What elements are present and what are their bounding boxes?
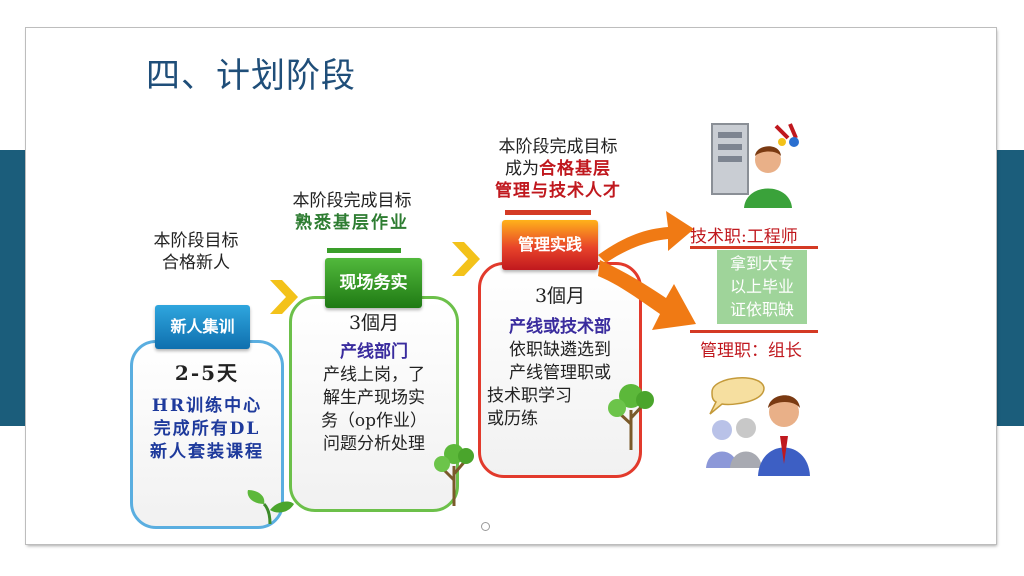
stage3-header-bar: [505, 210, 591, 215]
stage2-panel: [289, 296, 459, 512]
stage3-header: 管理实践: [502, 220, 598, 270]
stage3-panel: [478, 262, 642, 478]
tech-role-line: [690, 246, 818, 249]
stage3-body-line2: 产线管理职或: [509, 363, 611, 383]
tree-icon: [434, 444, 474, 506]
stage2-header-bar: [327, 248, 401, 253]
chevron-right-icon: [452, 242, 480, 276]
stage2-duration: 3個月: [348, 312, 400, 334]
stage1-body-line1: HR训练中心: [151, 396, 263, 416]
tech-role-label: 技术职:工程师: [690, 227, 798, 247]
stage2-goal-line1: 本阶段完成目标: [292, 191, 412, 211]
sprout-icon: [247, 490, 294, 525]
stage1-body-line2: 完成所有DL: [153, 419, 261, 439]
stage3-goal-line3: 管理与技术人才: [495, 181, 621, 201]
right-accent-band: [996, 150, 1024, 426]
stage1-duration: 2-5天: [174, 361, 240, 385]
stage1-body-line3: 新人套装课程: [150, 442, 264, 462]
left-accent-band: [0, 150, 26, 426]
chevron-right-icon: [270, 280, 298, 314]
mgmt-role-line: [690, 330, 818, 333]
stage3-goal-line2-prefix: 成为: [505, 159, 539, 179]
stage2-body-line3: 务（op作业）: [320, 411, 428, 431]
stage3-subtitle: 产线或技术部: [509, 317, 611, 337]
stage3-goal-line2-highlight: 合格基层: [539, 159, 611, 179]
arrow-to-tech-icon: [598, 211, 694, 263]
stage1-header: 新人集训: [155, 305, 250, 349]
tree-icon: [608, 384, 654, 450]
mgmt-role-label: 管理职：组长: [700, 341, 802, 361]
engineer-server-icon: [711, 123, 799, 208]
slide-title: 四、计划阶段: [146, 56, 356, 96]
stage1-goal-line2: 合格新人: [162, 253, 230, 273]
stage2-body-line2: 解生产现场实: [323, 388, 425, 408]
stage2-goal: 本阶段完成目标 熟悉基层作业: [272, 190, 432, 234]
stage2-body-line1: 产线上岗，了: [323, 365, 425, 385]
stage2-goal-line2: 熟悉基层作业: [295, 213, 409, 233]
stage3-goal-line1: 本阶段完成目标: [498, 137, 618, 157]
arrow-to-mgmt-icon: [598, 260, 696, 330]
team-people-icon: [706, 377, 810, 476]
stage3-duration: 3個月: [534, 285, 586, 307]
stage2-body-line4: 问题分析处理: [323, 434, 425, 454]
scroll-indicator: [481, 522, 490, 531]
stage3-body: 3個月 产线或技术部 依职缺遴选到 产线管理职或 技术职学习 或历练: [481, 285, 639, 431]
stage1-goal: 本阶段目标 合格新人: [136, 230, 256, 274]
stage3-goal: 本阶段完成目标 成为合格基层 管理与技术人才: [468, 136, 648, 202]
stage1-body: 2-5天 HR训练中心 完成所有DL 新人套装课程: [133, 362, 281, 464]
stage3-body-line3: 技术职学习: [487, 386, 572, 406]
stage3-goal-line2: 成为合格基层: [468, 158, 648, 180]
stage3-body-line1: 依职缺遴选到: [509, 340, 611, 360]
requirement-line2: 以上毕业: [729, 277, 794, 296]
stage2-body: 3個月 产线部门 产线上岗，了 解生产现场实 务（op作业） 问题分析处理: [292, 312, 456, 456]
requirement-box: 拿到大专 以上毕业 证依职缺: [717, 250, 807, 324]
stage2-subtitle: 产线部门: [340, 342, 408, 362]
stage3-body-line4: 或历练: [487, 409, 538, 429]
stage2-header: 现场务实: [325, 258, 422, 308]
stage1-goal-line1: 本阶段目标: [153, 231, 239, 251]
requirement-line3: 证依职缺: [729, 300, 794, 319]
requirement-line1: 拿到大专: [729, 254, 794, 273]
